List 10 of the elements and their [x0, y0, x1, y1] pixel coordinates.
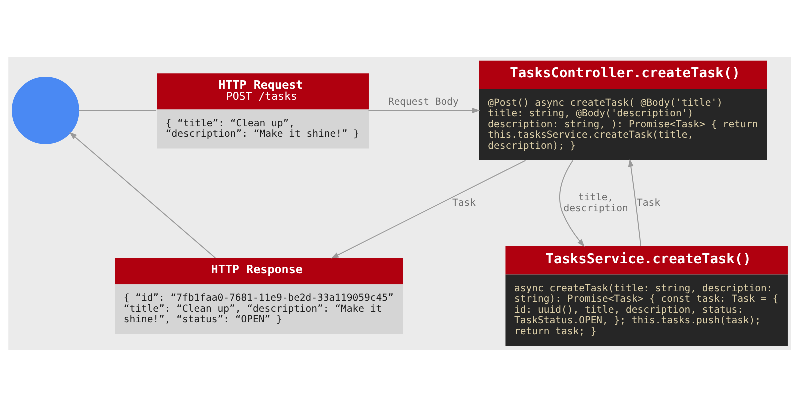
arrow	[69, 132, 216, 258]
arrow	[628, 158, 642, 246]
arrow	[331, 160, 526, 258]
edge-label: Task	[637, 197, 661, 208]
arrow	[368, 107, 480, 113]
connector	[78, 110, 158, 111]
edge-label: Request Body	[388, 96, 459, 108]
edge-label: title, description	[564, 192, 628, 214]
arrow	[560, 160, 585, 247]
edge-label: Task	[452, 197, 476, 208]
